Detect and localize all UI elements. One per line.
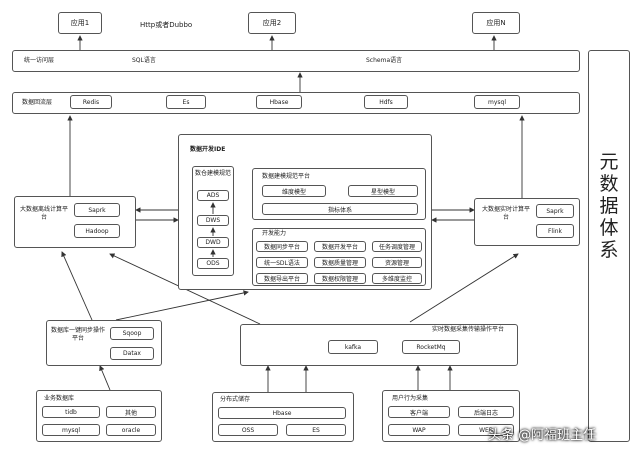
warehouse-spec-title: 数仓建模规范 (194, 170, 231, 177)
return-item-hbase: Hbase (256, 95, 302, 109)
return-item-redis: Redis (70, 95, 112, 109)
dev-capability-title: 开发能力 (262, 230, 287, 237)
sql-language-label: SQL语言 (132, 57, 156, 64)
db-sync-title: 数据库一键同步操作平台 (50, 327, 105, 342)
dev-item-sdl: 统一SDL语法 (256, 257, 308, 268)
schema-language-label: Schema语言 (366, 57, 403, 64)
collect-item-rocketmq: RocketMq (402, 340, 460, 354)
collect-item-kafka: kafka (328, 340, 378, 354)
layer-dws: DWS (197, 215, 229, 226)
dev-item-export: 数据导出平台 (256, 273, 308, 284)
metadata-char-1: 元 (599, 151, 619, 173)
realtime-item-saprk: Saprk (536, 204, 574, 218)
storage-item-oss: OSS (218, 424, 278, 436)
ide-title: 数据开发IDE (190, 146, 226, 153)
watermark: 头条 @阿福班主任 (488, 428, 597, 443)
dev-item-resource: 资源管理 (372, 257, 422, 268)
dev-item-develop: 数据开发平台 (314, 241, 366, 252)
metadata-char-4: 体 (599, 217, 619, 239)
business-db-title: 业务数据库 (44, 395, 75, 402)
modeling-metric-system: 指标体系 (262, 203, 418, 215)
biz-db-item-mysql: mysql (42, 424, 100, 436)
dev-item-schedule: 任务调度管理 (372, 241, 422, 252)
realtime-collect-platform (240, 324, 518, 366)
realtime-collect-title: 实时数据采集传输操作平台 (431, 326, 504, 333)
offline-item-saprk: Saprk (74, 203, 120, 217)
behavior-item-backend-log: 后端日志 (458, 406, 514, 418)
distributed-storage-title: 分布式储存 (220, 396, 251, 403)
app-2-box: 应用2 (248, 12, 296, 34)
app-1-box: 应用1 (58, 12, 102, 34)
metadata-system-box (588, 50, 630, 442)
dev-item-sync: 数据同步平台 (256, 241, 308, 252)
unified-access-label: 统一访问层 (24, 57, 55, 64)
offline-item-hadoop: Hadoop (74, 224, 120, 238)
return-item-hdfs: Hdfs (364, 95, 408, 109)
modeling-item-dimension: 维度模型 (262, 185, 326, 197)
modeling-item-star: 星型模型 (348, 185, 418, 197)
user-behavior-title: 用户行为采集 (392, 395, 429, 402)
behavior-item-wap: WAP (388, 424, 450, 436)
return-item-mysql: mysql (474, 95, 520, 109)
realtime-compute-title: 大数据实时计算平台 (481, 206, 530, 221)
biz-db-item-other: 其他 (106, 406, 156, 418)
layer-ads: ADS (197, 190, 229, 201)
storage-item-hbase: Hbase (218, 407, 346, 419)
modeling-spec-title: 数据建模规范平台 (262, 173, 311, 180)
behavior-item-client: 客户端 (388, 406, 450, 418)
app-n-box: 应用N (472, 12, 520, 34)
realtime-item-flink: Flink (536, 224, 574, 238)
dev-item-monitor: 多维度监控 (372, 273, 422, 284)
data-return-label: 数据回流层 (22, 99, 53, 106)
protocol-label: Http或者Dubbo (140, 21, 193, 29)
metadata-char-5: 系 (599, 239, 619, 261)
unified-access-layer (12, 50, 580, 72)
db-sync-item-datax: Datax (110, 347, 154, 360)
offline-compute-title: 大数据离线计算平台 (20, 206, 69, 221)
db-sync-item-sqoop: Sqoop (110, 327, 154, 340)
metadata-char-3: 据 (599, 195, 619, 217)
metadata-char-2: 数 (599, 173, 619, 195)
return-item-es: Es (166, 95, 206, 109)
layer-ods: ODS (197, 258, 229, 269)
layer-dwd: DWD (197, 237, 229, 248)
biz-db-item-tidb: tidb (42, 406, 100, 418)
dev-item-quality: 数据质量管理 (314, 257, 366, 268)
storage-item-es: ES (286, 424, 346, 436)
biz-db-item-oracle: oracle (106, 424, 156, 436)
dev-item-permission: 数据权限管理 (314, 273, 366, 284)
behavior-item-web: WEB (458, 424, 514, 436)
